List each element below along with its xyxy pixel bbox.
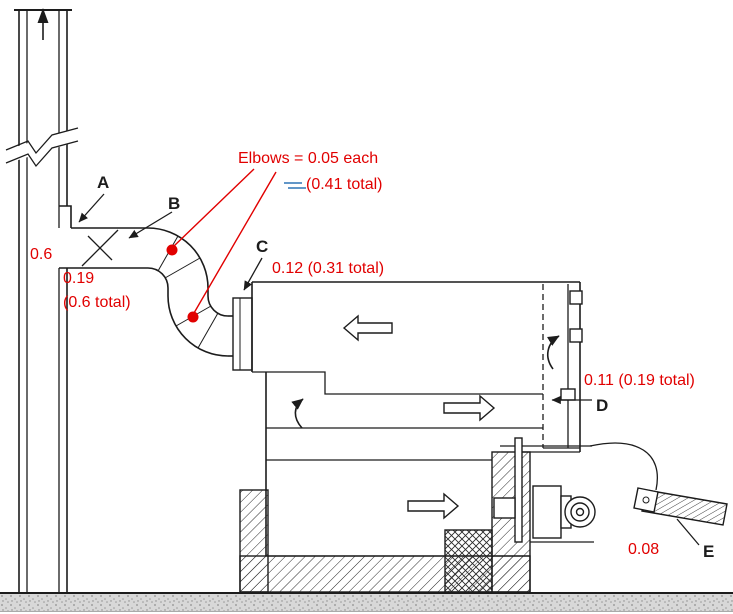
- leader-c: [243, 257, 263, 291]
- ground: [0, 592, 733, 612]
- flow-arrow-right-firebox: [407, 492, 460, 520]
- capillary-tube: [589, 442, 658, 491]
- label-a: A: [97, 173, 109, 192]
- label-d: D: [596, 396, 608, 415]
- stack-loss-value: 0.6: [30, 246, 52, 263]
- burner-motor: [564, 496, 596, 528]
- elbow-marker-1: [166, 244, 178, 256]
- ground-texture: [0, 594, 733, 611]
- elbows-note: Elbows = 0.05 each: [238, 150, 378, 167]
- door-latch-bottom: [560, 388, 576, 401]
- elbow-marker-2: [187, 311, 199, 323]
- foundation: [239, 451, 531, 593]
- point-e-value: 0.08: [628, 541, 659, 558]
- foundation-right-pier: [491, 451, 531, 593]
- stack-flow-arrow: [37, 8, 49, 40]
- duct-elbow-1: [147, 227, 209, 289]
- leader-b: [128, 211, 173, 239]
- leader-arrows: [78, 193, 592, 405]
- blue-ink-mark: [284, 182, 306, 189]
- door-latch-top: [569, 290, 583, 305]
- burner-mount-plate: [514, 437, 523, 543]
- draft-control-device: [589, 442, 728, 546]
- annotation-overlay: [166, 168, 306, 323]
- leader-a: [78, 193, 105, 223]
- breeching-total-value: (0.6 total): [63, 294, 131, 311]
- foundation-inner-block: [444, 529, 493, 593]
- label-e: E: [703, 542, 714, 561]
- furnace-collar: [232, 297, 253, 371]
- elbow-leader-2: [193, 171, 277, 314]
- point-c-value: 0.12 (0.31 total): [272, 260, 384, 277]
- curved-flow-arrow-right: [546, 335, 560, 370]
- breeching-duct: [59, 205, 253, 371]
- breeching-step: [59, 205, 72, 228]
- draft-gauge-knob: [642, 496, 650, 504]
- door-latch-middle: [569, 328, 583, 343]
- elbow-leader-1: [173, 168, 255, 247]
- stack-break-symbol: [5, 127, 79, 168]
- furnace-partition-upper: [252, 371, 543, 395]
- furnace-body: [251, 281, 583, 557]
- curved-flow-arrow-left: [291, 398, 304, 429]
- flow-arrow-right-middle: [443, 394, 496, 422]
- elbows-total: (0.41 total): [306, 176, 382, 193]
- point-d-value: 0.11 (0.19 total): [584, 372, 695, 389]
- label-b: B: [168, 194, 180, 213]
- chimney-stack: [5, 8, 79, 593]
- draft-gauge-cap: [633, 487, 659, 513]
- damper: [81, 229, 119, 267]
- burner-assembly: [493, 437, 596, 543]
- breeching-loss-value: 0.19: [63, 270, 94, 287]
- leader-e: [676, 518, 700, 546]
- flow-arrow-left-top: [342, 314, 393, 342]
- burner-housing: [532, 485, 562, 539]
- label-c: C: [256, 237, 268, 256]
- burner-blast-tube: [493, 497, 516, 519]
